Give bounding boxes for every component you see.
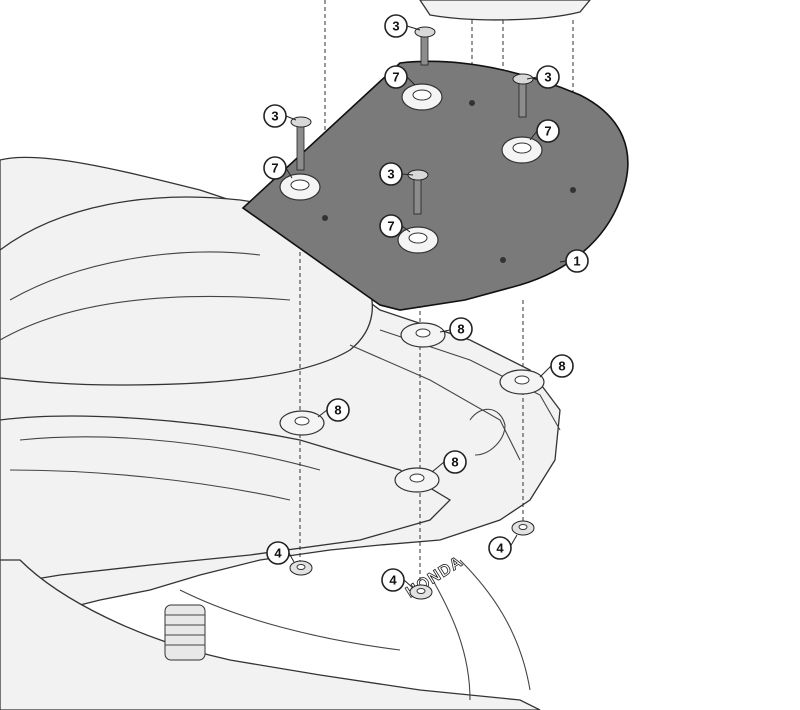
nuts xyxy=(289,520,535,600)
bolts xyxy=(290,26,534,215)
svg-text:7: 7 xyxy=(271,161,278,176)
spacer xyxy=(400,322,446,348)
callout-bolt: 3 xyxy=(379,162,403,186)
callout-rubber-washer: 7 xyxy=(384,65,408,89)
svg-text:3: 3 xyxy=(271,109,278,124)
callout-nut: 4 xyxy=(381,568,405,592)
svg-text:4: 4 xyxy=(389,573,397,588)
nut xyxy=(409,584,433,600)
svg-text:8: 8 xyxy=(558,359,565,374)
rubber-washers xyxy=(279,83,543,254)
rubber-washer xyxy=(279,173,321,201)
callout-spacer: 8 xyxy=(449,317,473,341)
callout-plate: 1 xyxy=(565,249,589,273)
bolt xyxy=(407,169,429,215)
svg-text:4: 4 xyxy=(496,541,504,556)
callout-nut: 4 xyxy=(488,536,512,560)
spacers xyxy=(279,322,545,493)
svg-text:1: 1 xyxy=(573,254,580,269)
topcase-base xyxy=(419,0,591,21)
rubber-washer xyxy=(501,136,543,164)
bolt xyxy=(512,73,534,118)
rubber-washer xyxy=(397,226,439,254)
callout-bolt: 3 xyxy=(384,14,408,38)
svg-text:3: 3 xyxy=(544,70,551,85)
seat xyxy=(0,196,373,386)
callout-rubber-washer: 7 xyxy=(536,119,560,143)
nut xyxy=(289,560,313,576)
svg-text:4: 4 xyxy=(274,546,282,561)
svg-text:7: 7 xyxy=(387,219,394,234)
spacer xyxy=(394,467,440,493)
svg-text:7: 7 xyxy=(544,124,551,139)
callout-bolt: 3 xyxy=(263,104,287,128)
callout-nut: 4 xyxy=(266,541,290,565)
svg-text:3: 3 xyxy=(387,167,394,182)
callout-spacer: 8 xyxy=(443,450,467,474)
svg-text:8: 8 xyxy=(334,403,341,418)
callout-leaders xyxy=(285,25,567,589)
rubber-washer xyxy=(401,83,443,111)
bolt xyxy=(414,26,436,66)
callout-spacer: 8 xyxy=(550,354,574,378)
svg-text:8: 8 xyxy=(451,455,458,470)
mounting-plate xyxy=(241,60,629,311)
spacer xyxy=(499,369,545,395)
callout-rubber-washer: 7 xyxy=(379,214,403,238)
svg-text:8: 8 xyxy=(457,322,464,337)
callout-spacer: 8 xyxy=(326,398,350,422)
spacer xyxy=(279,410,325,436)
svg-text:7: 7 xyxy=(392,70,399,85)
callout-bolt: 3 xyxy=(536,65,560,89)
nut xyxy=(511,520,535,536)
callout-rubber-washer: 7 xyxy=(263,156,287,180)
svg-text:3: 3 xyxy=(392,19,399,34)
shock-absorber xyxy=(164,604,206,661)
